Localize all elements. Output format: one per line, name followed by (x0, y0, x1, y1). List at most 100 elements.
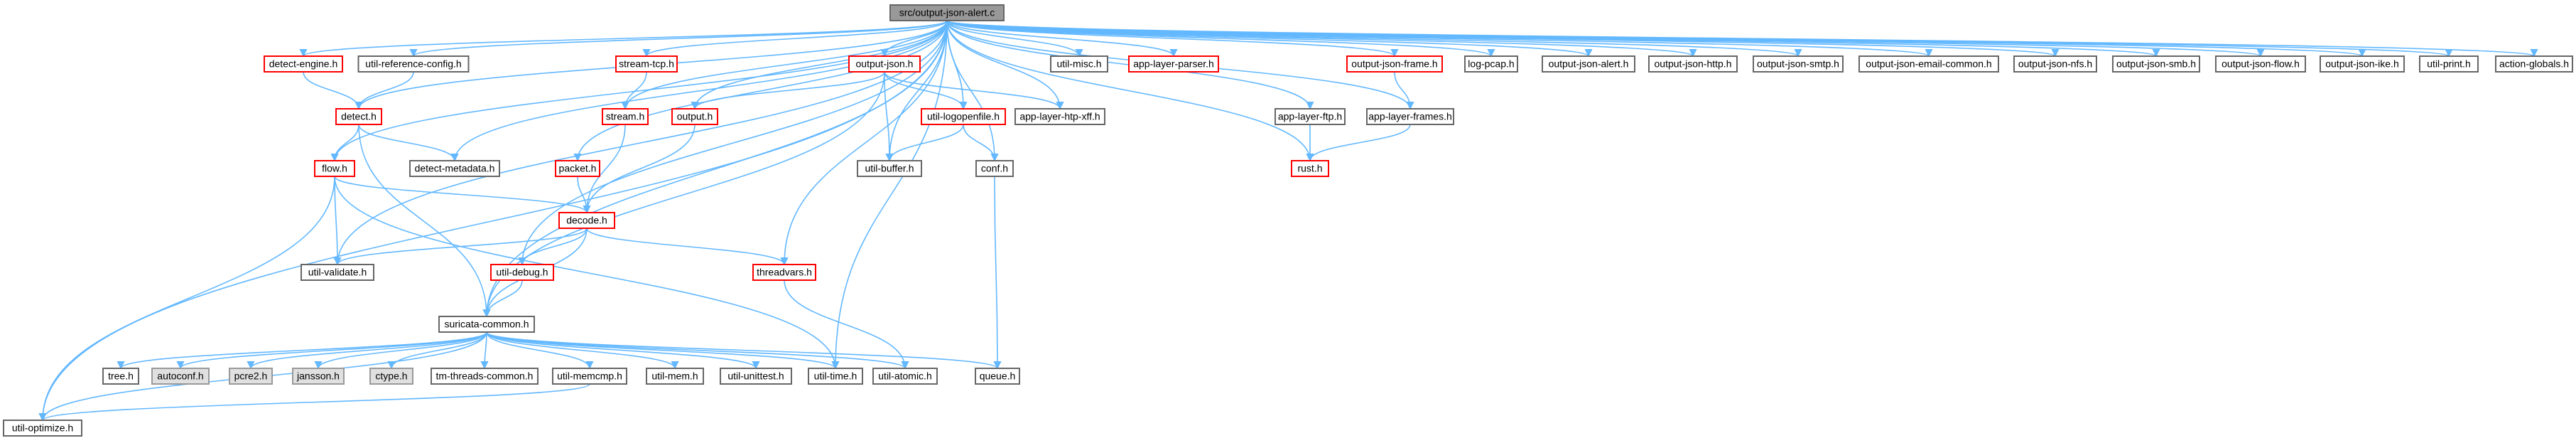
node-util-validate-h[interactable]: util-validate.h (301, 264, 374, 281)
node-label: log-pcap.h (1468, 58, 1514, 70)
node-util-optimize-h[interactable]: util-optimize.h (3, 420, 82, 437)
node-box (646, 368, 704, 385)
node-packet-h[interactable]: packet.h (555, 160, 600, 177)
node-src-output-json-alert-c[interactable]: src/output-json-alert.c (889, 4, 1005, 21)
node-app-layer-frames-h[interactable]: app-layer-frames.h (1366, 108, 1454, 125)
edge-stream-tcp-to-stream (621, 71, 647, 110)
node-util-mem-h[interactable]: util-mem.h (646, 368, 704, 385)
node-app-layer-ftp-h[interactable]: app-layer-ftp.h (1275, 108, 1346, 125)
node-box (1542, 55, 1635, 73)
node-util-print-h[interactable]: util-print.h (2419, 55, 2479, 73)
node-tree-h[interactable]: tree.h (102, 368, 139, 385)
edge-root-to-util-debug (518, 20, 948, 266)
node-util-debug-h[interactable]: util-debug.h (490, 264, 554, 281)
node-decode-h[interactable]: decode.h (558, 212, 615, 229)
node-output-json-email-common-h[interactable]: output-json-email-common.h (1858, 55, 1999, 73)
node-jansson-h: jansson.h (292, 368, 345, 385)
node-util-misc-h[interactable]: util-misc.h (1050, 55, 1108, 73)
node-label: stream.h (606, 111, 644, 122)
node-util-time-h[interactable]: util-time.h (808, 368, 863, 385)
edge-suricata-common-to-tm-threads-common (480, 331, 489, 370)
node-label: suricata-common.h (444, 319, 529, 330)
edge-root-to-util-misc (946, 20, 1083, 58)
node-box (357, 55, 470, 73)
node-rust-h[interactable]: rust.h (1291, 160, 1329, 177)
edge-suricata-common-to-util-atomic (486, 331, 909, 370)
node-output-h[interactable]: output.h (671, 108, 718, 125)
node-box (151, 368, 210, 385)
edge-root-to-suricata-common (482, 20, 948, 318)
node-util-logopenfile-h[interactable]: util-logopenfile.h (921, 108, 1006, 125)
node-label: app-layer-htp-xff.h (1019, 111, 1100, 122)
node-util-memcmp-h[interactable]: util-memcmp.h (552, 368, 627, 385)
node-label: jansson.h (296, 370, 340, 382)
node-label: pcre2.h (234, 370, 268, 382)
edge-output-json-frame-to-app-layer-frames (1394, 71, 1414, 110)
node-stream-tcp-h[interactable]: stream-tcp.h (615, 55, 678, 73)
edge-root-to-action-globals (946, 20, 2538, 58)
edge-root-to-output-json-flow (946, 20, 2264, 58)
node-box (558, 212, 615, 229)
node-action-globals-h[interactable]: action-globals.h (2495, 55, 2573, 73)
node-queue-h[interactable]: queue.h (975, 368, 1020, 385)
node-label: output-json-http.h (1655, 58, 1732, 70)
node-detect-h[interactable]: detect.h (335, 108, 382, 125)
node-util-buffer-h[interactable]: util-buffer.h (857, 160, 922, 177)
node-label: ctype.h (375, 370, 407, 382)
edge-threadvars-to-util-atomic (784, 279, 909, 370)
node-output-json-smb-h[interactable]: output-json-smb.h (2112, 55, 2200, 73)
node-box (1648, 55, 1738, 73)
node-box (292, 368, 345, 385)
node-label: util-atomic.h (878, 370, 931, 382)
node-label: output-json.h (856, 58, 914, 70)
edge-suricata-common-to-util-mem (486, 331, 679, 370)
node-box (264, 55, 343, 73)
node-box (409, 160, 500, 177)
edge-root-to-output-json (880, 20, 948, 58)
node-util-reference-config-h[interactable]: util-reference-config.h (357, 55, 470, 73)
node-box (1753, 55, 1844, 73)
node-output-json-alert-h[interactable]: output-json-alert.h (1542, 55, 1635, 73)
node-app-layer-htp-xff-h[interactable]: app-layer-htp-xff.h (1014, 108, 1105, 125)
node-flow-h[interactable]: flow.h (314, 160, 355, 177)
node-log-pcap-h[interactable]: log-pcap.h (1464, 55, 1518, 73)
node-stream-h[interactable]: stream.h (602, 108, 649, 125)
node-app-layer-parser-h[interactable]: app-layer-parser.h (1128, 55, 1219, 73)
node-util-atomic-h[interactable]: util-atomic.h (872, 368, 938, 385)
node-detect-engine-h[interactable]: detect-engine.h (264, 55, 343, 73)
node-box (314, 160, 355, 177)
edge-root-to-threadvars (780, 20, 948, 266)
edge-root-to-log-pcap (946, 20, 1495, 58)
node-output-json-ike-h[interactable]: output-json-ike.h (2320, 55, 2405, 73)
node-label: output-json-alert.h (1549, 58, 1629, 70)
node-box (1014, 108, 1105, 125)
node-label: app-layer-ftp.h (1278, 111, 1342, 122)
node-label: detect-engine.h (269, 58, 338, 70)
node-util-unittest-h[interactable]: util-unittest.h (720, 368, 792, 385)
node-suricata-common-h[interactable]: suricata-common.h (438, 316, 535, 333)
node-box (975, 160, 1014, 177)
node-output-json-frame-h[interactable]: output-json-frame.h (1346, 55, 1443, 73)
node-output-json-smtp-h[interactable]: output-json-smtp.h (1753, 55, 1844, 73)
node-conf-h[interactable]: conf.h (975, 160, 1014, 177)
edge-detect-engine-to-detect (303, 71, 363, 110)
node-tm-threads-common-h[interactable]: tm-threads-common.h (431, 368, 539, 385)
node-box (102, 368, 139, 385)
node-label: src/output-json-alert.c (899, 7, 995, 18)
node-box (2320, 55, 2405, 73)
edge-decode-to-util-debug (518, 228, 588, 266)
node-output-json-h[interactable]: output-json.h (848, 55, 921, 73)
node-output-json-http-h[interactable]: output-json-http.h (1648, 55, 1738, 73)
node-box (1464, 55, 1518, 73)
node-box (848, 55, 921, 73)
edge-flow-to-util-time (334, 176, 840, 370)
node-box (431, 368, 539, 385)
node-label: util-print.h (2427, 58, 2470, 70)
node-threadvars-h[interactable]: threadvars.h (752, 264, 816, 281)
node-label: util-validate.h (308, 267, 367, 278)
node-label: util-memcmp.h (557, 370, 622, 382)
node-output-json-flow-h[interactable]: output-json-flow.h (2215, 55, 2306, 73)
node-box (872, 368, 938, 385)
node-output-json-nfs-h[interactable]: output-json-nfs.h (2013, 55, 2097, 73)
node-detect-metadata-h[interactable]: detect-metadata.h (409, 160, 500, 177)
